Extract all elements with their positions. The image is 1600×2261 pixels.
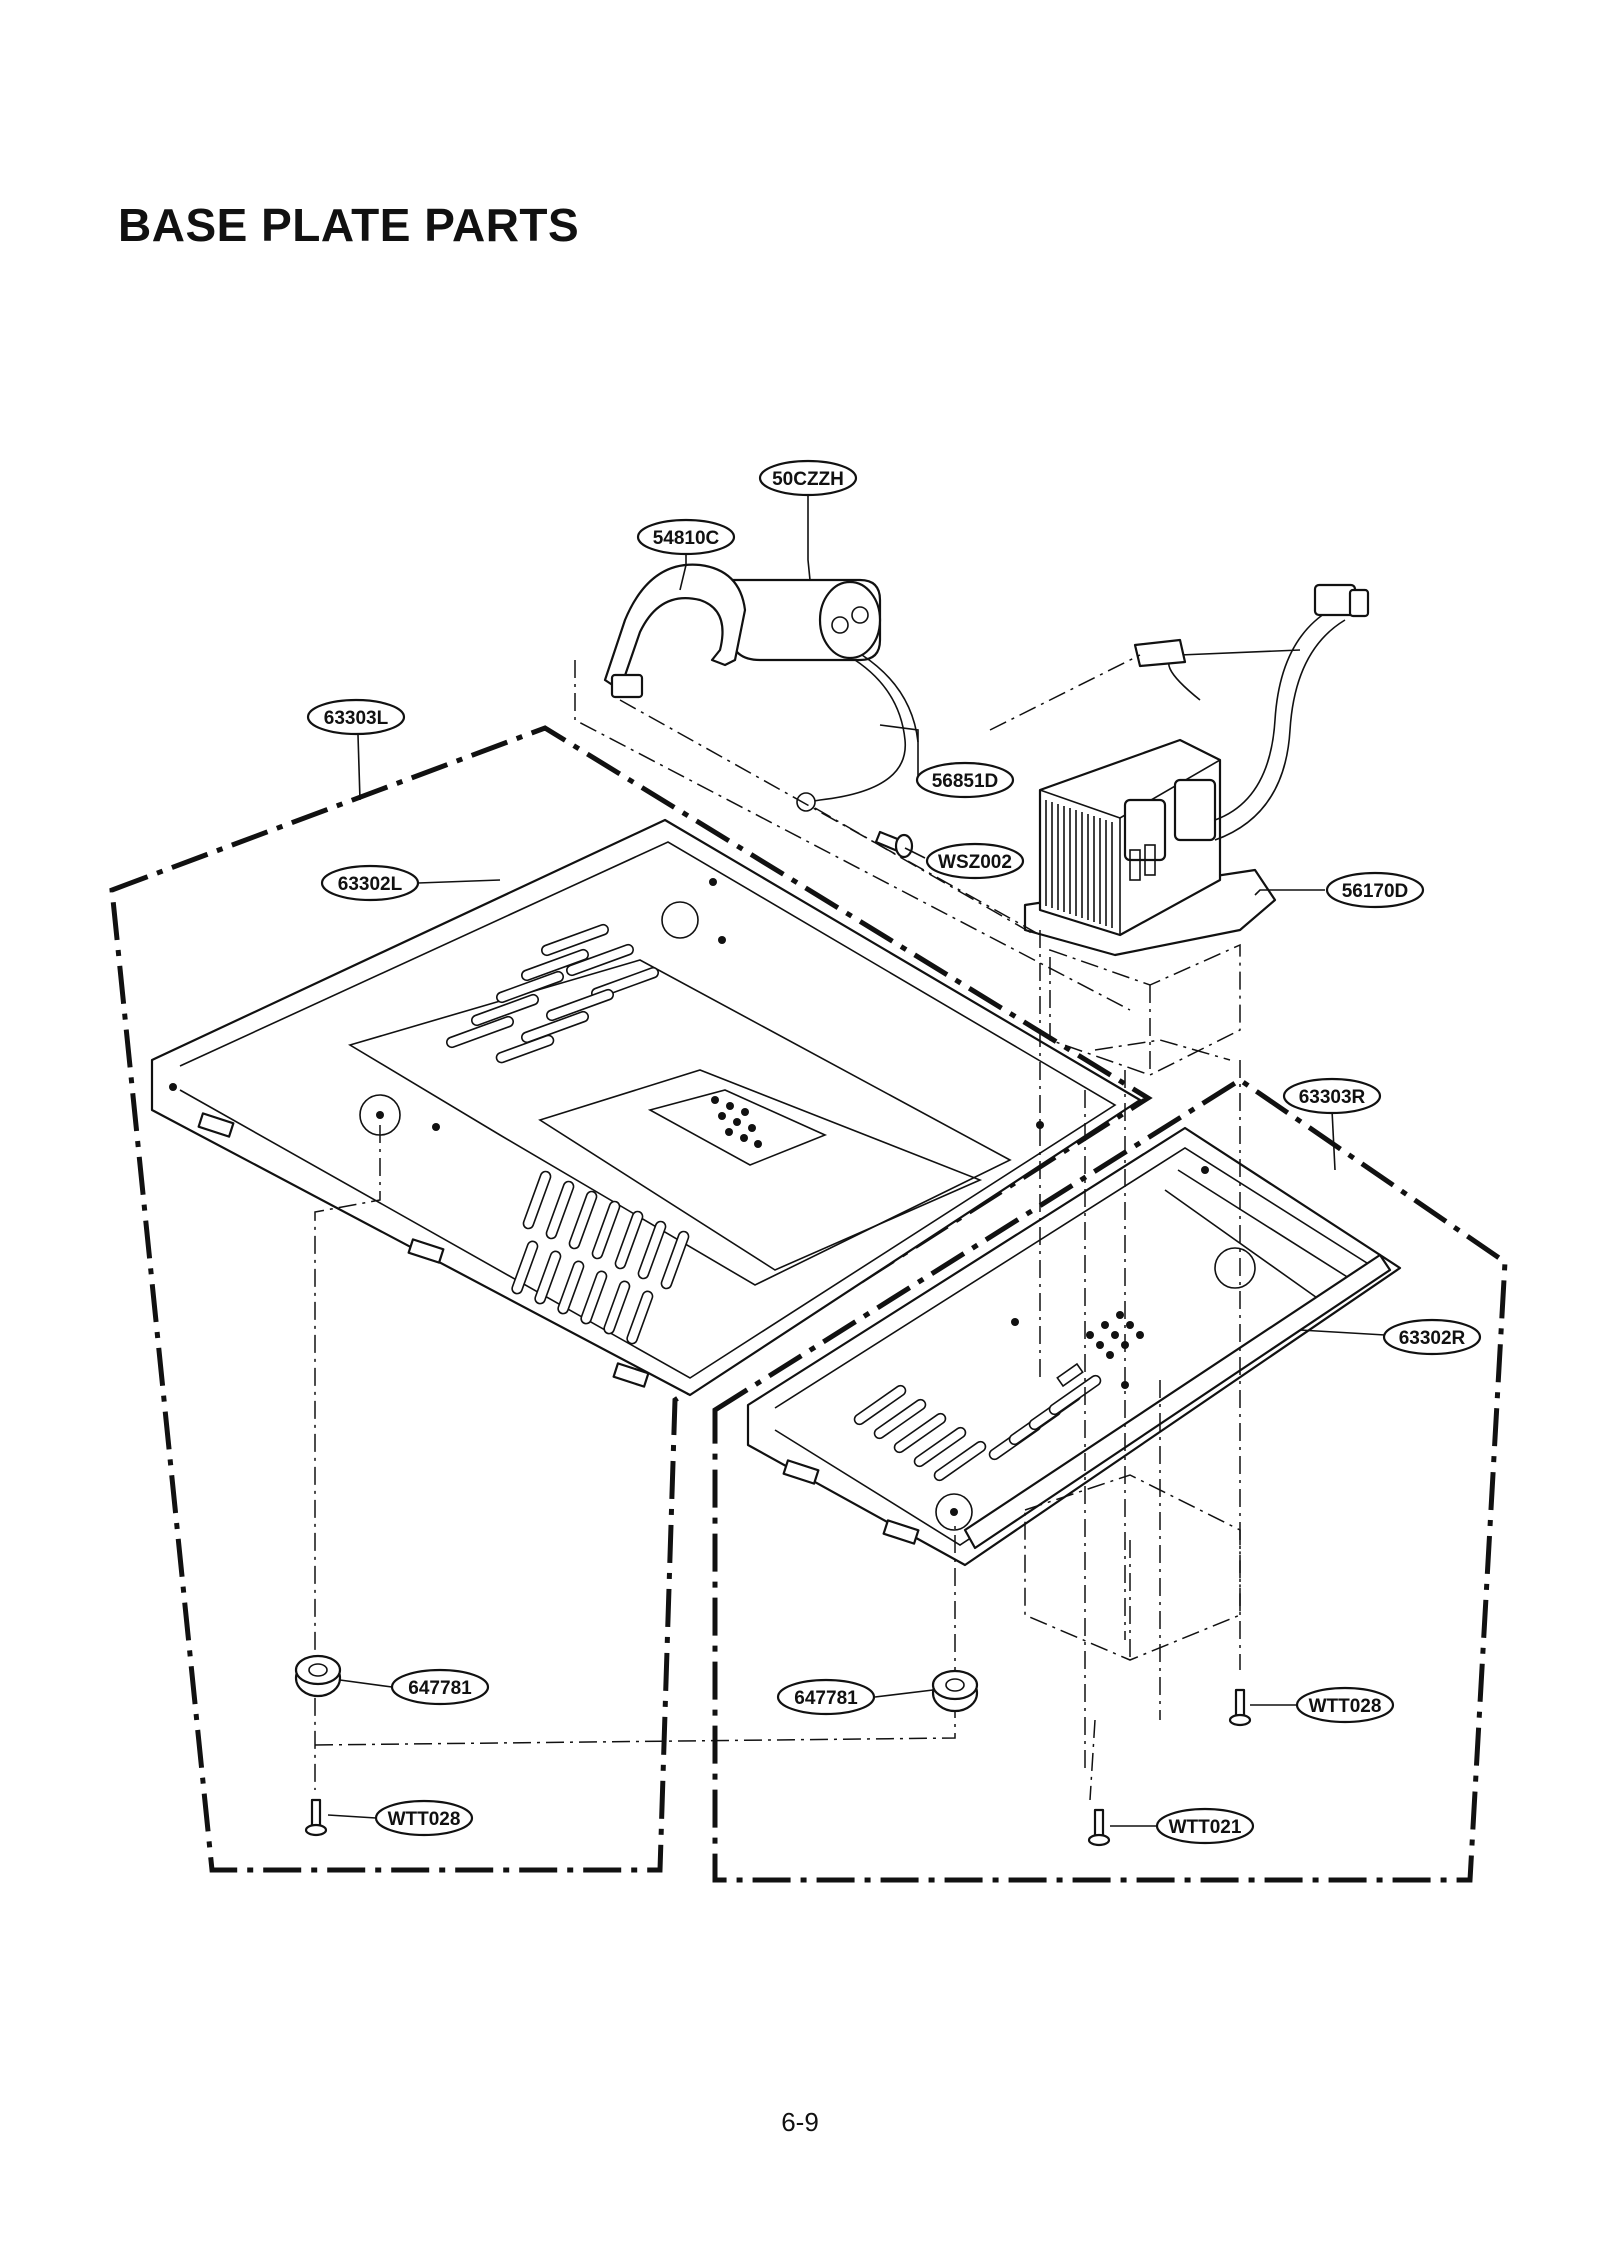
perforation-cluster-right <box>1086 1311 1144 1359</box>
callout-label: 56851D <box>932 771 999 792</box>
base-plate-left <box>150 818 1142 1397</box>
callout-label: 647781 <box>794 1688 858 1709</box>
callout-54810c: 54810C <box>636 518 736 556</box>
transformer-footprint-lines <box>1024 943 1241 1661</box>
callout-63303l: 63303L <box>306 698 406 736</box>
page-number: 6-9 <box>781 2107 819 2137</box>
screw-wtt028-right <box>1228 1688 1252 1727</box>
plate-hole-right <box>1214 1247 1256 1289</box>
callout-label: 63302R <box>1399 1328 1466 1349</box>
screw-wtt021 <box>1087 1808 1111 1847</box>
callout-label: 56170D <box>1342 881 1409 902</box>
cover-outline-left <box>109 725 1153 1873</box>
callout-647781-right: 647781 <box>776 1678 876 1716</box>
transformer <box>1023 609 1346 957</box>
callout-wsz002: WSZ002 <box>925 842 1025 880</box>
assembly-lines <box>314 654 1241 1801</box>
vent-slots-right <box>853 1374 1102 1482</box>
callout-wtt021: WTT021 <box>1155 1807 1255 1845</box>
callout-label: 647781 <box>408 1678 472 1699</box>
transformer-laminations <box>1045 800 1113 928</box>
callout-56851d: 56851D <box>915 761 1015 799</box>
callout-56170d: 56170D <box>1325 871 1425 909</box>
callout-label: WTT028 <box>388 1809 461 1830</box>
callout-50czzh: 50CZZH <box>758 459 858 497</box>
callout-label: WSZ002 <box>938 852 1012 873</box>
callout-63302l: 63302L <box>320 864 420 902</box>
screw-wsz002 <box>874 830 914 859</box>
transformer-connector <box>1133 583 1370 668</box>
callout-63303r: 63303R <box>1282 1077 1382 1115</box>
callout-label: 63302L <box>338 874 403 895</box>
vent-slots-upper <box>446 923 659 1064</box>
capacitor-bracket <box>603 563 747 699</box>
callout-label: WTT021 <box>1169 1817 1242 1838</box>
screw-wtt028-left <box>304 1798 328 1837</box>
callout-wtt028-left: WTT028 <box>374 1799 474 1837</box>
rubber-foot-right <box>931 1669 979 1713</box>
callout-label: 50CZZH <box>772 469 844 490</box>
callout-label: 63303L <box>324 708 389 729</box>
plate-hole <box>661 901 699 939</box>
page-title: BASE PLATE PARTS <box>118 199 580 251</box>
callout-63302r: 63302R <box>1382 1318 1482 1356</box>
callout-label: WTT028 <box>1309 1696 1382 1717</box>
perforation-cluster-left <box>711 1096 762 1148</box>
rubber-foot-left <box>294 1654 342 1698</box>
callout-647781-left: 647781 <box>390 1668 490 1706</box>
high-voltage-wire <box>796 654 919 812</box>
cover-outline-right <box>712 1077 1508 1883</box>
vent-slots-lower <box>511 1170 690 1345</box>
capacitor <box>728 578 882 662</box>
callout-label: 54810C <box>653 528 720 549</box>
callout-wtt028-right: WTT028 <box>1295 1686 1395 1724</box>
callout-label: 63303R <box>1299 1087 1366 1108</box>
base-plate-right <box>746 1126 1402 1567</box>
